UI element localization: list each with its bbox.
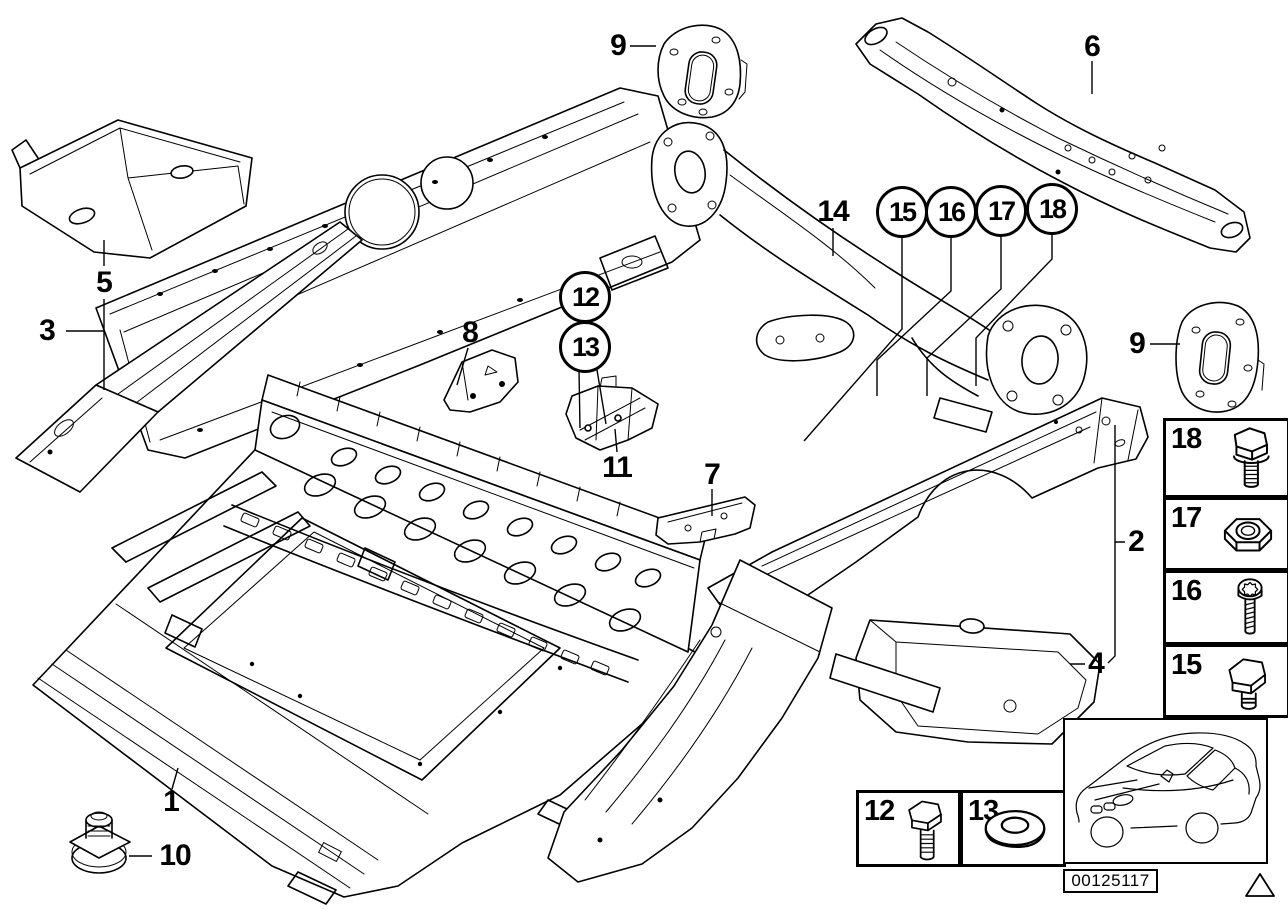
legend-number[interactable]: 17 [1171, 502, 1202, 534]
callout-13[interactable]: 13 [559, 321, 611, 373]
legend-box-13: 13 [960, 790, 1066, 867]
callout-17[interactable]: 17 [975, 185, 1027, 237]
callout-2[interactable]: 2 [1128, 525, 1145, 558]
callout-9-right[interactable]: 9 [1129, 327, 1146, 360]
callout-1[interactable]: 1 [163, 785, 180, 818]
document-number-box: 00125117 [1063, 869, 1158, 893]
callout-10[interactable]: 10 [159, 839, 191, 872]
part-bracket-5-drawing [11, 119, 253, 259]
document-number: 00125117 [1071, 871, 1150, 890]
hex-bolt-long-icon [908, 800, 942, 860]
torx-screw-icon [1237, 577, 1263, 634]
callout-6[interactable]: 6 [1084, 30, 1101, 63]
legend-box-15: 15 [1163, 644, 1288, 718]
legend-number[interactable]: 15 [1171, 649, 1202, 681]
callout-11[interactable]: 11 [602, 451, 633, 484]
part-side-member-3-drawing [15, 221, 363, 493]
hex-bolt-icon [1228, 658, 1266, 710]
legend-number[interactable]: 16 [1171, 575, 1202, 607]
legend-number[interactable]: 18 [1171, 423, 1202, 455]
callout-7[interactable]: 7 [704, 458, 721, 491]
legend-box-17: 17 [1163, 497, 1288, 571]
part-brace-6-drawing [855, 17, 1251, 253]
car-thumbnail-box [1063, 718, 1268, 864]
callout-14[interactable]: 14 [817, 195, 849, 228]
washer-icon [984, 809, 1046, 848]
part-mount-plate-9-top-drawing [657, 24, 748, 119]
callout-3[interactable]: 3 [39, 314, 56, 347]
callout-8[interactable]: 8 [462, 316, 479, 349]
callout-18[interactable]: 18 [1026, 183, 1078, 235]
part-shelf-panel-drawing [95, 87, 701, 459]
part-cross-member-14-drawing [650, 121, 1088, 433]
part-bracket-7-drawing [655, 496, 756, 545]
car-silhouette-icon [1075, 732, 1261, 848]
part-mount-plate-9-right-drawing [1175, 301, 1265, 413]
part-side-member-2-drawing [707, 397, 1149, 628]
flange-bolt-icon [1232, 427, 1270, 488]
part-lower-floor-section-drawing [547, 559, 833, 883]
callout-9-top[interactable]: 9 [610, 29, 627, 62]
legend-number[interactable]: 12 [864, 795, 895, 827]
warning-triangle-icon [1245, 873, 1275, 897]
floor-channel-slots-drawing [223, 504, 639, 683]
hex-nut-icon [1223, 518, 1273, 552]
part-bulkhead-panel-drawing [254, 374, 707, 653]
callout-5[interactable]: 5 [96, 266, 113, 299]
cage-nut-icon [69, 811, 131, 874]
callout-16[interactable]: 16 [925, 186, 977, 238]
callout-4[interactable]: 4 [1088, 647, 1105, 680]
callout-15[interactable]: 15 [876, 186, 928, 238]
legend-box-12: 12 [856, 790, 961, 867]
part-bracket-11-drawing [565, 375, 659, 451]
part-bracket-4-drawing [829, 618, 1101, 745]
legend-box-18: 18 [1163, 418, 1288, 498]
callout-12[interactable]: 12 [559, 271, 611, 323]
leader-lines [66, 45, 1180, 857]
legend-box-16: 16 [1163, 570, 1288, 645]
